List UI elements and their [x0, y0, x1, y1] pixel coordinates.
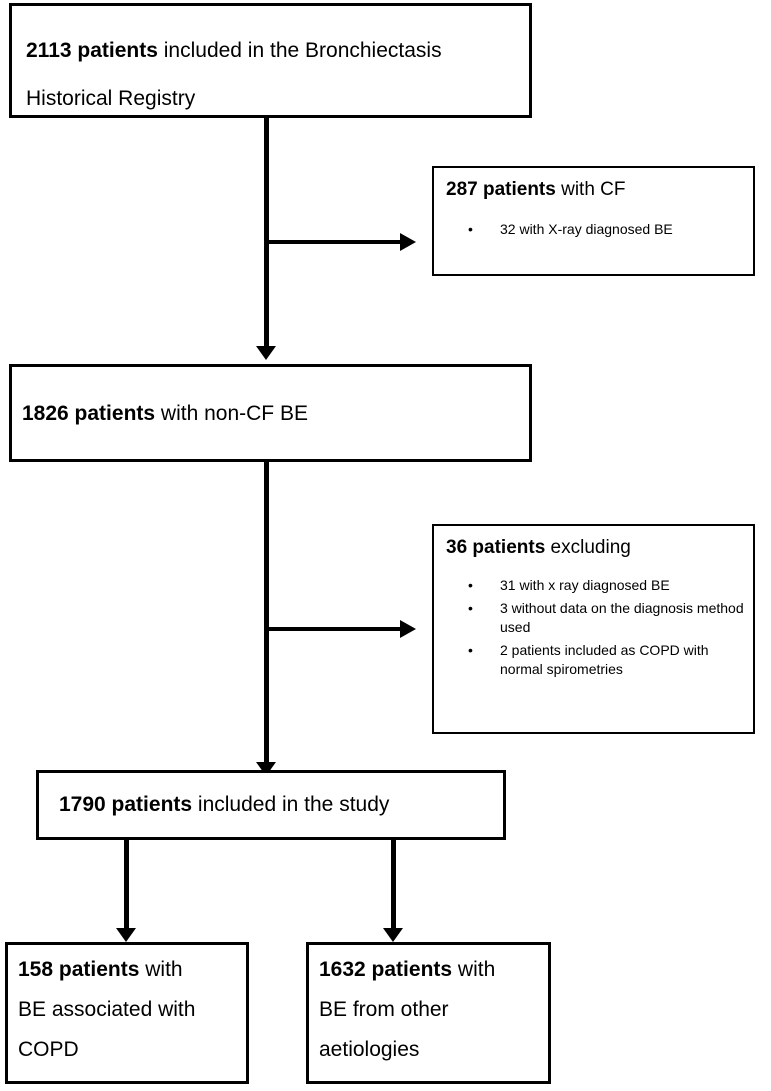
excluded-box: 36 patients excluding 31 with x ray diag… — [432, 524, 755, 734]
arrow-to-copd — [116, 928, 136, 942]
connector-to-excluded — [269, 627, 401, 631]
noncf-line: 1826 patients with non-CF BE — [22, 401, 308, 427]
other-line-3: aetiologies — [319, 1038, 420, 1061]
excluded-bullet-3: 2 patients included as COPD with normal … — [466, 641, 744, 679]
copd-line-1: 158 patients with — [18, 957, 183, 983]
excluded-text: excluding — [550, 537, 631, 558]
registry-text: included in the Bronchiectasis — [163, 39, 442, 62]
other-box: 1632 patients with BE from other aetiolo… — [306, 942, 551, 1084]
arrow-to-other — [383, 928, 403, 942]
cf-box: 287 patients with CF 32 with X-ray diagn… — [432, 166, 755, 276]
noncf-text: with non-CF BE — [160, 402, 308, 425]
other-count: 1632 patients — [319, 958, 453, 981]
arrow-to-excluded — [400, 620, 416, 638]
excluded-header: 36 patients excluding — [446, 536, 631, 560]
noncf-count: 1826 patients — [22, 402, 156, 425]
excluded-bullet-1: 31 with x ray diagnosed BE — [466, 576, 744, 595]
copd-line-3: COPD — [18, 1038, 79, 1061]
cf-bullet-1: 32 with X-ray diagnosed BE — [466, 220, 736, 239]
other-with: with — [457, 958, 496, 981]
study-text: included in the study — [197, 793, 390, 816]
cf-header: 287 patients with CF — [446, 178, 626, 202]
excluded-bullet-2: 3 without data on the diagnosis method u… — [466, 599, 744, 637]
excluded-count: 36 patients — [446, 537, 546, 558]
connector-study-copd — [124, 840, 129, 932]
study-line: 1790 patients included in the study — [59, 792, 389, 818]
registry-line-2: Historical Registry — [26, 87, 196, 110]
arrow-to-noncf — [256, 346, 276, 360]
copd-line-2: BE associated with — [18, 998, 196, 1021]
study-box: 1790 patients included in the study — [36, 770, 506, 840]
study-count: 1790 patients — [59, 793, 193, 816]
connector-study-other — [391, 840, 396, 932]
noncf-box: 1826 patients with non-CF BE — [9, 364, 532, 462]
registry-line-1: 2113 patients included in the Bronchiect… — [26, 38, 442, 64]
other-line-1: 1632 patients with — [319, 957, 495, 983]
copd-count: 158 patients — [18, 958, 140, 981]
registry-box: 2113 patients included in the Bronchiect… — [9, 3, 532, 118]
connector-noncf-study — [264, 462, 269, 766]
connector-registry-noncf — [264, 118, 269, 350]
registry-count: 2113 patients — [26, 39, 158, 62]
copd-with: with — [145, 958, 183, 981]
copd-box: 158 patients with BE associated with COP… — [5, 942, 249, 1084]
connector-to-cf — [269, 240, 401, 244]
cf-count: 287 patients — [446, 179, 556, 200]
excluded-bullets: 31 with x ray diagnosed BE 3 without dat… — [466, 576, 744, 683]
cf-text: with CF — [561, 179, 626, 200]
arrow-to-cf — [400, 233, 416, 251]
cf-bullets: 32 with X-ray diagnosed BE — [466, 220, 736, 243]
other-line-2: BE from other — [319, 998, 449, 1021]
